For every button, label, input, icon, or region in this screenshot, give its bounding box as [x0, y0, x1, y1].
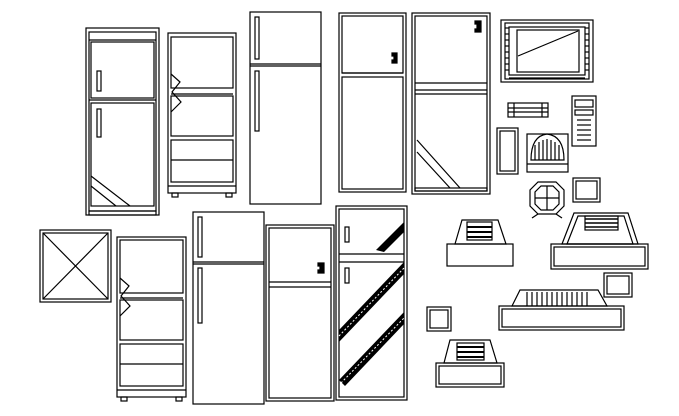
fridge-icon — [167, 32, 237, 198]
fridge-icon — [192, 211, 265, 405]
microwave-icon — [496, 127, 519, 175]
tv-icon — [500, 19, 594, 83]
fridge-icon — [338, 12, 407, 193]
fridge-icon — [507, 102, 549, 118]
washer-icon — [498, 289, 625, 331]
fridge-icon — [116, 236, 187, 402]
microwave-icon — [426, 306, 452, 332]
microwave-icon — [435, 339, 505, 388]
microwave-icon — [550, 212, 649, 270]
microwave-icon — [39, 229, 112, 303]
washer-icon — [529, 181, 565, 219]
fridge-icon — [411, 12, 491, 195]
microwave-icon — [572, 177, 601, 203]
computer-tower-icon — [571, 95, 597, 147]
fridge-icon — [249, 11, 322, 205]
fridge-icon — [85, 27, 160, 216]
microwave-icon — [446, 219, 514, 267]
washer-icon — [526, 133, 569, 173]
microwave-icon — [603, 272, 633, 298]
fridge-icon — [335, 205, 408, 401]
fridge-icon — [265, 224, 335, 402]
